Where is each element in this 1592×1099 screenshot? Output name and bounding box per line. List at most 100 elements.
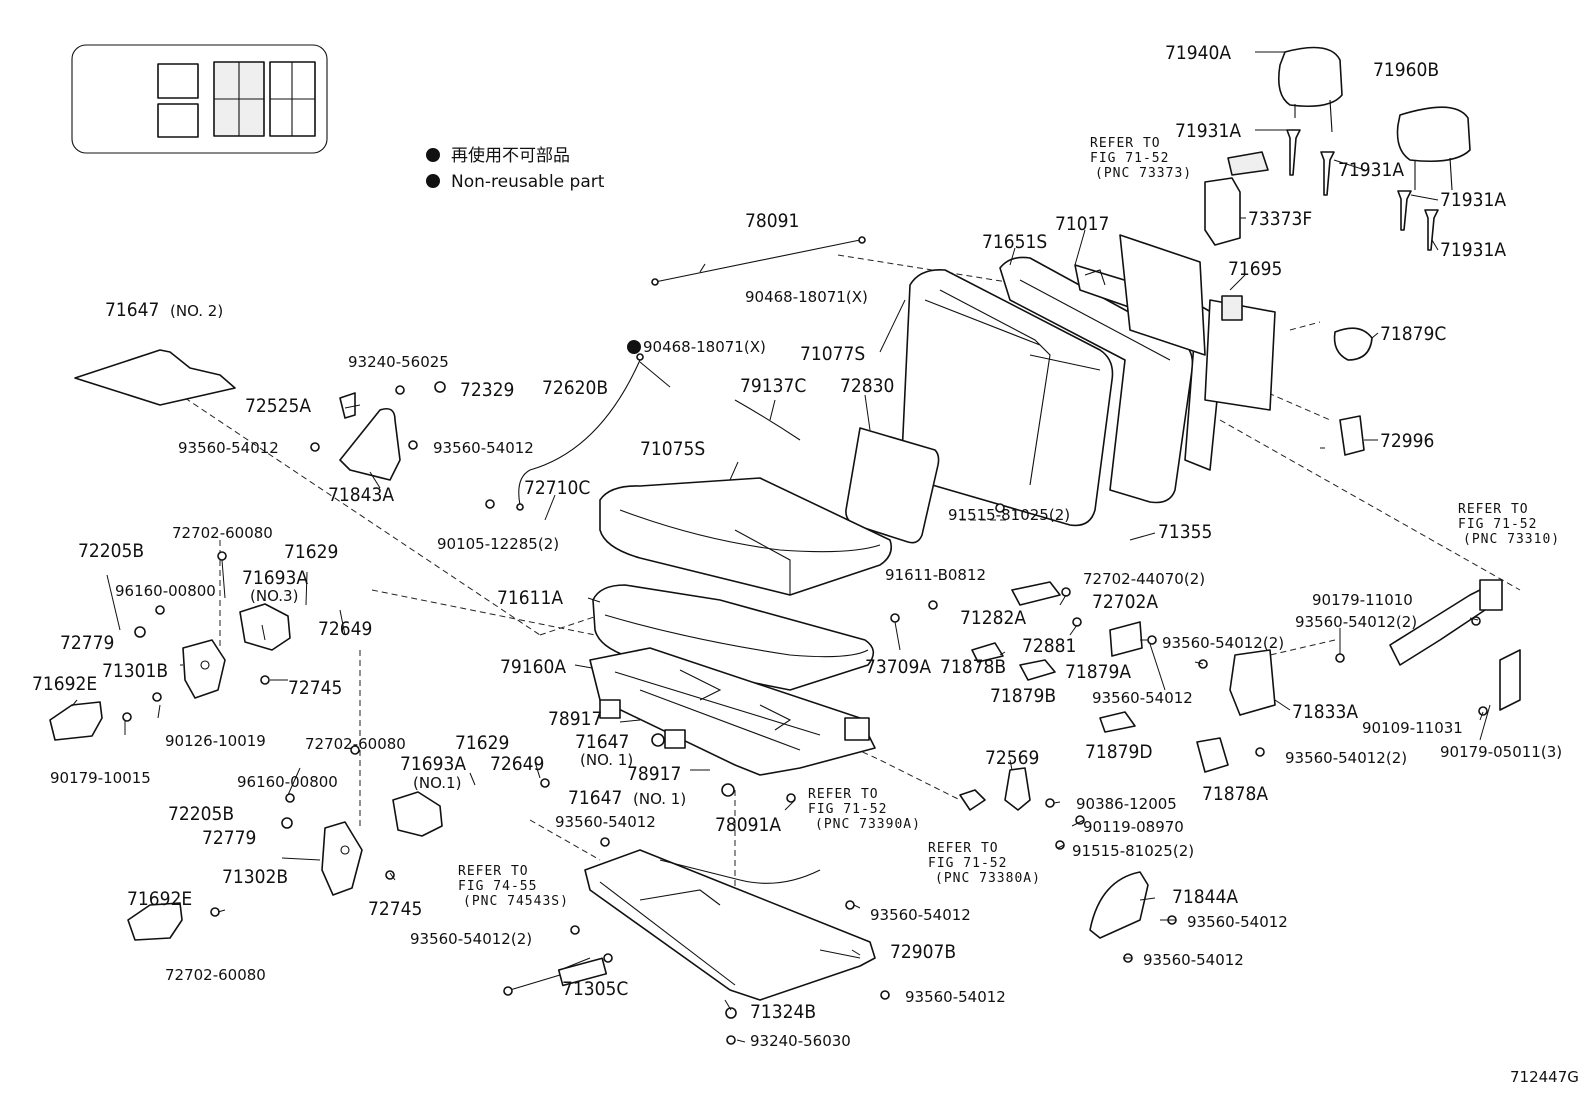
refer-note-73373: REFER TO FIG 71-52 (PNC 73373) <box>1090 136 1191 181</box>
label-90386: 90386-12005 <box>1076 795 1177 813</box>
label-72710C: 72710C <box>524 477 590 499</box>
label-72649-b: 72649 <box>490 753 544 775</box>
label-72702-60080-c: 72702-60080 <box>165 966 266 984</box>
label-93560-i: 93560-54012 <box>1143 951 1244 969</box>
label-73373F: 73373F <box>1248 208 1312 230</box>
label-90119: 90119-08970 <box>1083 818 1184 836</box>
label-71647-1a: 71647 <box>575 731 629 753</box>
label-72907B: 72907B <box>890 941 956 963</box>
refer-note-73390A: REFER TO FIG 71-52 (PNC 73390A) <box>808 787 921 832</box>
cover-71879D <box>1099 711 1136 733</box>
legend-en: Non-reusable part <box>451 172 605 192</box>
svg-text:(PNC 73390A): (PNC 73390A) <box>815 817 921 832</box>
label-71695: 71695 <box>1228 258 1282 280</box>
label-93560-g: 93560-54012 <box>555 813 656 831</box>
label-93560-l: 93560-54012 <box>905 988 1006 1006</box>
label-78091A: 78091A <box>715 814 781 836</box>
pad-72830 <box>845 427 940 544</box>
seat-frame-79160A <box>589 647 876 776</box>
label-90468-1: 90468-18071(X) <box>745 288 868 306</box>
label-71629-b: 71629 <box>455 732 509 754</box>
cover-71693A-upper <box>239 603 291 651</box>
label-79137C: 79137C <box>740 375 806 397</box>
cover-71878B <box>971 642 1004 663</box>
label-93560-b: 93560-54012 <box>433 439 534 457</box>
svg-text:FIG 71-52: FIG 71-52 <box>928 856 1007 871</box>
label-71301B: 71301B <box>102 660 168 682</box>
refer-note-74543S: REFER TO FIG 74-55 (PNC 74543S) <box>458 864 568 909</box>
label-72881: 72881 <box>1022 635 1076 657</box>
label-71693A-b-sub: (NO.1) <box>413 774 461 792</box>
label-72329: 72329 <box>460 379 514 401</box>
seatbelt-assembly <box>1389 579 1521 711</box>
label-90126: 90126-10019 <box>165 732 266 750</box>
label-90179-10015: 90179-10015 <box>50 769 151 787</box>
label-72525A: 72525A <box>245 395 311 417</box>
label-71931A-1: 71931A <box>1175 120 1241 142</box>
svg-text:REFER TO: REFER TO <box>928 841 999 856</box>
label-79160A: 79160A <box>500 656 566 678</box>
label-93560-j: 93560-54012 <box>870 906 971 924</box>
bracket-72569 <box>1004 767 1031 811</box>
label-72830: 72830 <box>840 375 894 397</box>
damper-71305C <box>503 953 613 996</box>
cover-71879C <box>1333 327 1373 361</box>
label-71611A: 71611A <box>497 587 563 609</box>
svg-text:REFER TO: REFER TO <box>808 787 879 802</box>
label-93560-d: 93560-54012(2) <box>1295 613 1417 631</box>
non-reusable-marker-icon <box>627 340 641 354</box>
label-91515-b: 91515-81025(2) <box>1072 842 1194 860</box>
label-71324B: 71324B <box>750 1001 816 1023</box>
label-72702-44070: 72702-44070(2) <box>1083 570 1205 588</box>
label-72649-a: 72649 <box>318 618 372 640</box>
label-78917-b: 78917 <box>627 763 681 785</box>
cover-71879B <box>1019 659 1056 681</box>
svg-text:FIG 71-52: FIG 71-52 <box>1090 151 1169 166</box>
label-71305C: 71305C <box>562 978 628 1000</box>
label-71647-1a-sub: (NO. 1) <box>580 751 633 769</box>
label-93560-h: 93560-54012 <box>1187 913 1288 931</box>
label-71843A: 71843A <box>328 484 394 506</box>
label-91515-a: 91515-81025(2) <box>948 506 1070 524</box>
label-72569: 72569 <box>985 747 1039 769</box>
headrest-71940A <box>1277 46 1343 133</box>
label-90179-11010: 90179-11010 <box>1312 591 1413 609</box>
buckle-assy-refer <box>959 789 986 811</box>
seat-cushion-71075S <box>599 477 893 596</box>
label-71282A: 71282A <box>960 607 1026 629</box>
part-73373F <box>1204 151 1269 246</box>
label-72745-a: 72745 <box>288 677 342 699</box>
strap-79137C <box>734 399 801 441</box>
label-72702A: 72702A <box>1092 591 1158 613</box>
label-72779-a: 72779 <box>60 632 114 654</box>
label-93240-56030: 93240-56030 <box>750 1032 851 1050</box>
label-71693A-b: 71693A <box>400 753 466 775</box>
label-71693A-a-sub: (NO.3) <box>250 587 298 605</box>
seatback-71077S <box>900 268 1114 527</box>
svg-text:REFER TO: REFER TO <box>1458 502 1529 517</box>
wire-78091A <box>659 859 821 884</box>
label-71629-a: 71629 <box>284 541 338 563</box>
cover-71692E-upper <box>49 701 103 741</box>
label-72205B-a: 72205B <box>78 540 144 562</box>
label-71355: 71355 <box>1158 521 1212 543</box>
cover-71692E-lower <box>127 902 183 941</box>
label-71692E-a: 71692E <box>32 673 97 695</box>
label-72779-b: 72779 <box>202 827 256 849</box>
label-90109: 90109-11031 <box>1362 719 1463 737</box>
part-72996 <box>1339 415 1365 456</box>
cover-71878A <box>1196 737 1229 773</box>
label-93560-c: 93560-54012(2) <box>1162 634 1284 652</box>
label-96160-a: 96160-00800 <box>115 582 216 600</box>
label-72205B-b: 72205B <box>168 803 234 825</box>
headrest-guides <box>1286 129 1439 251</box>
label-71647-no2: 71647 <box>105 299 159 321</box>
leader-lines <box>71 51 1491 1043</box>
buckle-71282A <box>1011 581 1061 606</box>
seat-layout-thumbnail <box>71 44 328 154</box>
label-91611: 91611-B0812 <box>885 566 986 584</box>
refer-note-73310: REFER TO FIG 71-52 (PNC 73310) <box>1458 502 1559 547</box>
label-93560-a: 93560-54012 <box>178 439 279 457</box>
legend-jp: 再使用不可部品 <box>451 145 570 166</box>
label-71878B: 71878B <box>940 656 1006 678</box>
